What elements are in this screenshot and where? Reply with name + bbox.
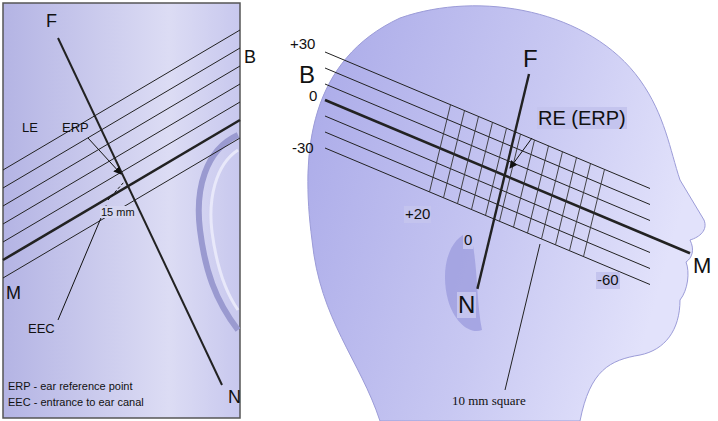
point-label: ERP [62,121,89,135]
point-label: RE (ERP) [537,107,627,129]
scale-number: 0 [309,88,317,105]
axis-letter: N [457,292,476,318]
axis-letter: F [46,12,57,32]
scale-number: -30 [292,140,314,157]
axis-letter: B [244,48,256,68]
scale-number: -60 [596,272,620,289]
legend-note: EEC - entrance to ear canal [8,396,144,408]
axis-letter: F [523,46,538,72]
axis-letter: M [6,284,21,304]
axis-letter: M [693,254,711,278]
point-label: EEC [28,322,55,336]
dimension: 15 mm [100,206,136,218]
grid-note: 10 mm square [452,394,526,408]
scale-number: +20 [404,206,431,223]
legend-note: ERP - ear reference point [8,380,133,392]
side-label: LE [22,121,38,135]
axis-letter: N [228,388,241,408]
scale-number: +30 [290,36,315,53]
scale-number: 0 [463,232,473,249]
axis-letter: B [299,62,315,88]
